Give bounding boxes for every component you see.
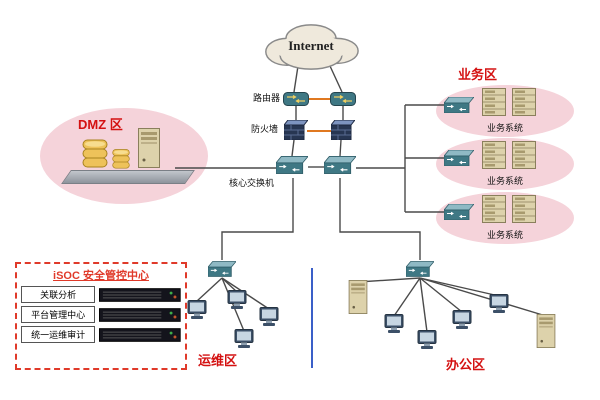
office-pc-3-icon [451,310,473,330]
firewall-left-icon [284,120,308,140]
office-pc-1-icon [383,314,405,334]
core-switch-right-icon [324,156,356,174]
business-server-1b-icon [512,88,536,116]
core-switch-label: 核心交换机 [228,178,274,188]
ops-pc-4-icon [233,329,255,349]
ops-pc-2-icon [226,290,248,310]
zone-divider-line [311,268,313,368]
internet-label: Internet [288,38,334,53]
office-server-tower-1-icon [348,280,368,314]
ops-pc-3-icon [258,307,280,327]
rack-server-icon [99,308,181,322]
isoc-panel: iSOC 安全管控中心 关联分析 平台管理中心 统一运维审计 [15,262,187,370]
business-zone-label: 业务区 [458,67,498,82]
office-zone-label: 办公区 [446,357,486,372]
isoc-title: iSOC 安全管控中心 [53,270,149,282]
firewall-right-icon [331,120,355,140]
rack-server-icon [99,288,181,302]
rack-server-icon [99,328,181,342]
ops-switch-icon [208,260,236,278]
business-system-3-label: 业务系统 [486,230,523,240]
business-switch-1-icon [444,97,474,113]
isoc-row-2: 平台管理中心 [21,306,181,323]
office-pc-4-icon [488,294,510,314]
business-server-3a-icon [482,195,506,223]
core-switch-left-icon [276,156,308,174]
business-server-2a-icon [482,141,506,169]
firewall-label: 防火墙 [250,124,278,134]
dmz-platform [61,170,195,184]
business-switch-2-icon [444,150,474,166]
business-server-1a-icon [482,88,506,116]
business-server-3b-icon [512,195,536,223]
router-right-icon [330,92,356,106]
dmz-zone-label: DMZ 区 [78,117,123,132]
office-server-tower-2-icon [536,314,556,348]
isoc-item-3-label: 统一运维审计 [21,326,96,343]
isoc-item-1-label: 关联分析 [21,286,96,303]
dmz-disk-array-icon [82,138,108,168]
business-system-2-label: 业务系统 [486,176,523,186]
dmz-small-disk-icon [112,148,130,169]
office-pc-2-icon [416,330,438,350]
isoc-item-2-label: 平台管理中心 [21,306,96,323]
dmz-server-tower-icon [138,128,160,168]
business-system-1-label: 业务系统 [486,123,523,133]
business-switch-3-icon [444,204,474,220]
ops-zone-label: 运维区 [198,353,238,368]
office-switch-icon [406,260,434,278]
router-label: 路由器 [252,93,280,103]
isoc-row-1: 关联分析 [21,286,181,303]
router-left-icon [283,92,309,106]
ops-pc-1-icon [186,300,208,320]
isoc-row-3: 统一运维审计 [21,326,181,343]
business-server-2b-icon [512,141,536,169]
